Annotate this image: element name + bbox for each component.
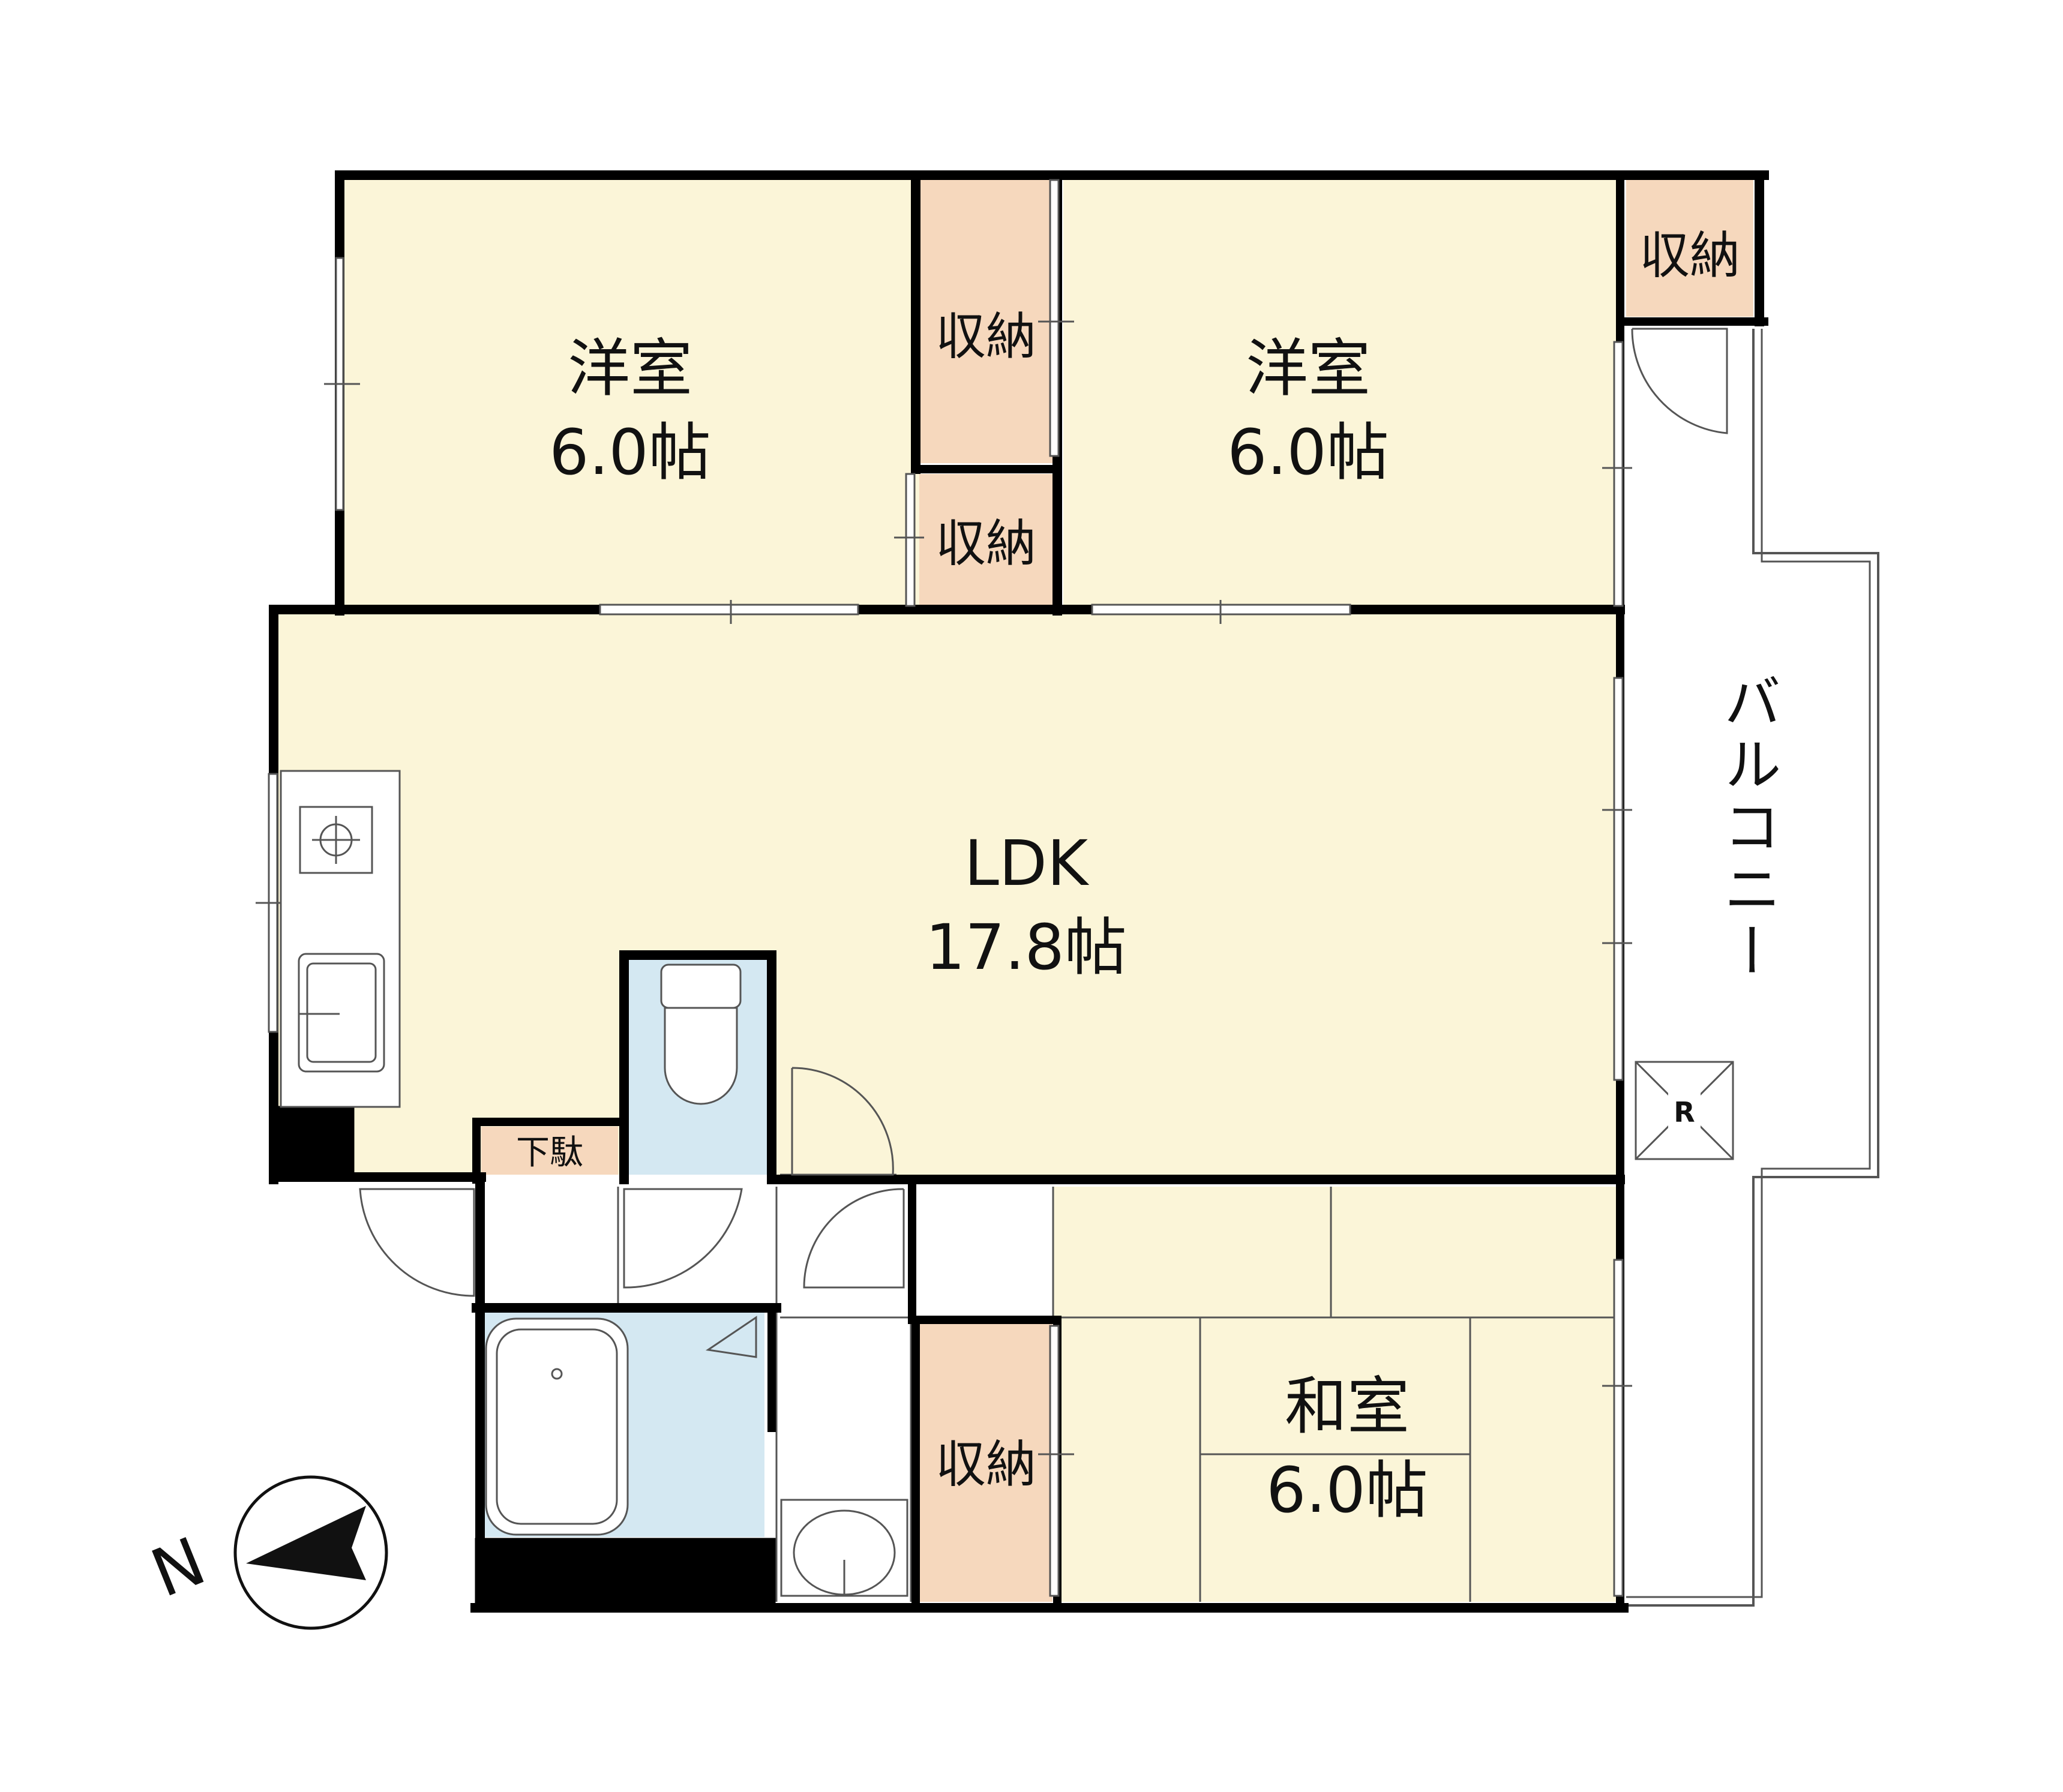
bathtub-icon [485, 1317, 629, 1536]
closet-2-label: 収納 [935, 514, 1036, 573]
japanese-room-name: 和室 [1285, 1370, 1410, 1443]
closet-3-label: 収納 [1639, 226, 1740, 285]
western-room-1-area: 6.0帖 [549, 416, 710, 489]
windows [256, 179, 1632, 1597]
north-arrow-icon [246, 1506, 366, 1580]
door-swings [359, 328, 1728, 1358]
closet-4-label: 収納 [935, 1435, 1036, 1494]
western-room-2-floor [1063, 180, 1619, 610]
closet-2-floor [919, 474, 1053, 610]
closet-3-floor [1626, 180, 1753, 317]
western-room-2-area: 6.0帖 [1227, 416, 1389, 489]
kitchen-counter [280, 770, 401, 1108]
roof-hatch: R [1635, 1061, 1734, 1160]
roof-hatch-label: R [1674, 1096, 1695, 1128]
compass: N [141, 1475, 388, 1630]
japanese-room-floor [1053, 1187, 1619, 1602]
balcony-railing-inner [1626, 329, 1871, 1598]
ldk-floor [276, 611, 1619, 1175]
tatami-lines [1053, 1187, 1619, 1602]
closet-1-floor [919, 180, 1053, 463]
balcony-label: バルコニー [1714, 672, 1781, 984]
western-room-1-floor [343, 180, 919, 610]
closet-4-floor [919, 1320, 1053, 1602]
toilet-icon [660, 963, 742, 1105]
ldk-area: 17.8帖 [925, 911, 1127, 984]
gas-stove-icon [299, 806, 373, 874]
kitchen-sink-icon [298, 953, 385, 1073]
shoe-cabinet-label: 下駄 [516, 1133, 583, 1172]
washbasin-icon [780, 1499, 908, 1597]
shoe-cabinet-floor [481, 1127, 618, 1175]
closet-1-label: 収納 [935, 307, 1036, 366]
balcony-outline [1626, 329, 1879, 1607]
western-room-1-name: 洋室 [568, 332, 692, 405]
japanese-room-area: 6.0帖 [1266, 1454, 1428, 1527]
compass-label: N [141, 1523, 215, 1613]
ldk-name: LDK [964, 827, 1090, 900]
western-room-2-name: 洋室 [1246, 332, 1371, 405]
